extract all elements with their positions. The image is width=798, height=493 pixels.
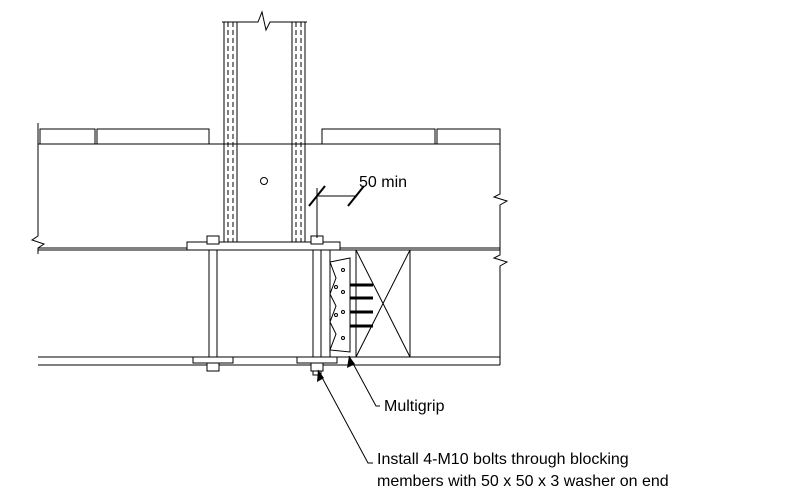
- bolt-left: [192, 235, 234, 372]
- multigrip-bracket: [329, 257, 351, 353]
- paver-block: [436, 128, 501, 145]
- bracket-nails: [350, 283, 373, 328]
- post-hole: [260, 177, 268, 185]
- break-line-right-slab: [492, 144, 509, 248]
- beam: [38, 249, 500, 366]
- paver-block: [321, 128, 436, 145]
- bolt-right: [296, 235, 338, 376]
- bolts-note-line-1: Install 4-M10 bolts through blocking: [377, 451, 629, 468]
- steel-post: [223, 22, 306, 246]
- paver-block: [39, 128, 96, 145]
- paver-block: [96, 128, 210, 145]
- break-line-post-top: [222, 10, 307, 32]
- top-slab: [38, 128, 501, 249]
- base-plate: [186, 241, 341, 251]
- leader-multigrip: [347, 355, 380, 407]
- leader-bolts: [317, 369, 373, 464]
- break-line-right-beam: [492, 248, 509, 365]
- dimension-label: 50 min: [359, 174, 407, 191]
- dimension-50-min: [308, 185, 365, 238]
- multigrip-label: Multigrip: [384, 398, 445, 415]
- bolts-note-line-2: members with 50 x 50 x 3 washer on end: [377, 473, 669, 490]
- break-line-left-slab: [30, 123, 46, 254]
- blocking-member: [329, 249, 411, 358]
